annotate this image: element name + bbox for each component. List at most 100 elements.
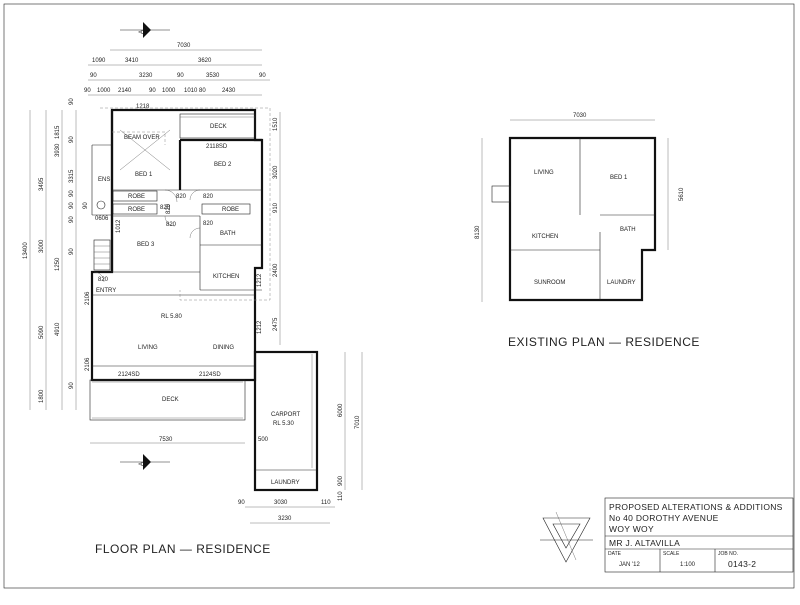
deck-bottom: DECK — [89, 379, 246, 421]
dim: 90 — [69, 216, 75, 223]
room-label-robe3: ROBE — [222, 207, 239, 213]
room-label-bed3: BED 3 — [137, 242, 155, 248]
label-2106: 2106 — [85, 291, 91, 305]
existing-room-sunroom: SUNROOM — [534, 280, 565, 286]
dim: 90 — [69, 248, 75, 255]
label-0606: 0606 — [95, 216, 109, 222]
dim: 1218 — [136, 104, 150, 110]
dim: 1815 — [55, 125, 61, 139]
dim: 1510 — [273, 117, 279, 131]
dim: 1090 — [92, 58, 106, 64]
dim: 3495 — [39, 177, 45, 191]
top-dimensions: 7030 1090 3410 3620 90 3230 90 3530 90 9… — [84, 43, 270, 110]
existing-room-bath: BATH — [620, 227, 636, 233]
label-2106: 2106 — [85, 357, 91, 371]
room-label-living: LIVING — [138, 345, 158, 351]
dim: 5090 — [39, 325, 45, 339]
job-label: JOB NO. — [718, 551, 738, 557]
dim: 80 — [199, 88, 206, 94]
label-sd3: 2124SD — [199, 372, 221, 378]
company-logo-icon — [540, 511, 593, 563]
dim: 6000 — [338, 403, 344, 417]
building-walls — [90, 107, 271, 382]
label-820: 820 — [203, 221, 214, 227]
label-820: 820 — [166, 203, 172, 214]
title-client: MR J. ALTAVILLA — [609, 538, 680, 548]
dim: 90 — [238, 500, 245, 506]
bottom-dimensions: 7530 500 90 3030 110 3230 — [90, 437, 335, 524]
dim: 900 — [338, 475, 344, 486]
label-820: 820 — [166, 222, 177, 228]
room-label-laundry: LAUNDRY — [271, 480, 300, 486]
dim: 3930 — [55, 143, 61, 157]
label-820: 820 — [98, 277, 109, 283]
dim: 90 — [84, 88, 91, 94]
dim: 3030 — [274, 500, 288, 506]
existing-room-bed1: BED 1 — [610, 175, 628, 181]
label-1212: 1212 — [257, 273, 263, 287]
room-label-robe2: ROBE — [128, 207, 145, 213]
dim: 7010 — [355, 415, 361, 429]
title-block: PROPOSED ALTERATIONS & ADDITIONS No 40 D… — [540, 497, 794, 573]
dim: 110 — [338, 491, 344, 501]
section-marker-bottom: A — [120, 454, 170, 470]
left-dimensions: 13400 3495 3000 5090 1800 1815 3930 1250… — [23, 98, 89, 410]
room-label-ens: ENS — [98, 177, 110, 183]
label-820: 820 — [176, 194, 187, 200]
dim: 90 — [259, 73, 266, 79]
dim: 3530 — [206, 73, 220, 79]
existing-room-kitchen: KITCHEN — [532, 234, 558, 240]
label-1012: 1012 — [116, 219, 122, 233]
dim: 1010 — [184, 88, 198, 94]
dim: 2140 — [118, 88, 132, 94]
section-marker-label: A — [139, 462, 145, 466]
room-label-bath: BATH — [220, 231, 236, 237]
carport: CARPORT RL 5.30 LAUNDRY — [253, 350, 319, 492]
room-label-robe1: ROBE — [128, 194, 145, 200]
dim: 1250 — [55, 257, 61, 271]
room-label-bed2: BED 2 — [214, 162, 232, 168]
room-label-deck-top: DECK — [210, 124, 227, 130]
dim: 1000 — [162, 88, 176, 94]
room-label-deck-bottom: DECK — [162, 397, 179, 403]
section-marker-label: A — [139, 30, 145, 34]
existing-dim-left: 8130 — [475, 225, 481, 239]
title-line2: No 40 DOROTHY AVENUE — [609, 513, 719, 523]
dim: 90 — [69, 190, 75, 197]
dim: 90 — [83, 202, 89, 209]
scale-label: SCALE — [663, 551, 680, 557]
dim-overall-left: 13400 — [23, 242, 29, 259]
room-label-dining: DINING — [213, 345, 234, 351]
dim: 3020 — [273, 165, 279, 179]
dim: 3000 — [39, 239, 45, 253]
room-label-carport: CARPORT — [271, 412, 301, 418]
dim: 4910 — [55, 322, 61, 336]
label-820: 820 — [203, 194, 214, 200]
dim: 3410 — [125, 58, 139, 64]
door-swings — [93, 189, 201, 283]
label-820: 820 — [160, 205, 171, 211]
deck-top: DECK — [179, 113, 256, 139]
existing-dim-top: 7030 — [573, 113, 587, 119]
title-line3: WOY WOY — [609, 524, 654, 534]
dim: 2430 — [222, 88, 236, 94]
existing-room-living: LIVING — [534, 170, 554, 176]
dim: 90 — [69, 202, 75, 209]
existing-room-laundry: LAUNDRY — [607, 280, 636, 286]
label-1212: 1212 — [257, 320, 263, 334]
entry-steps — [93, 239, 111, 271]
carport-dimensions: 6000 7010 900 110 — [338, 352, 363, 501]
right-dimensions: 1510 3020 910 2400 2475 — [273, 112, 281, 345]
dim: 90 — [149, 88, 156, 94]
dim: 90 — [90, 73, 97, 79]
sheet-border — [3, 3, 795, 589]
annotation-labels: 2118SD 2124SD 2124SD 820 820 820 820 820… — [85, 144, 263, 378]
label-sd2: 2124SD — [118, 372, 140, 378]
room-label-bed1: BED 1 — [135, 172, 153, 178]
job-value: 0143-2 — [728, 559, 756, 569]
dim-overall-top: 7030 — [177, 43, 191, 49]
dim: 90 — [177, 73, 184, 79]
dim: 3620 — [198, 58, 212, 64]
title-line1: PROPOSED ALTERATIONS & ADDITIONS — [609, 502, 783, 512]
